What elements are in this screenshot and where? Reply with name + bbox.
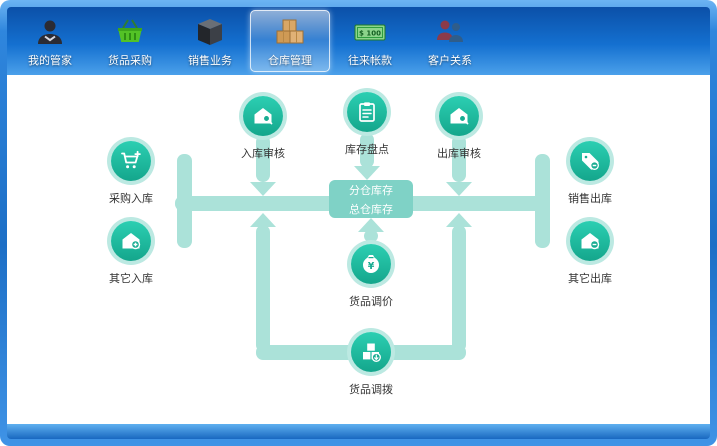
tab-my-manager[interactable]: 我的管家 [10, 10, 90, 72]
node-label: 货品调价 [349, 295, 393, 308]
node-inbound-audit[interactable]: 入库审核 [227, 92, 299, 161]
warehouse-search-icon [439, 96, 479, 136]
tab-label: 销售业务 [188, 54, 232, 67]
node-sales-outbound[interactable]: 销售出库 [554, 137, 626, 206]
money-bag-icon: ¥ [351, 244, 391, 284]
main-inventory-label: 总仓库存 [349, 202, 393, 216]
tab-sales-business[interactable]: 销售业务 [170, 10, 250, 72]
node-purchase-inbound[interactable]: 采购入库 [95, 137, 167, 206]
pipe-right-vertical [535, 154, 550, 248]
pipe-transfer-left-vertical [256, 225, 270, 352]
tab-label: 货品采购 [108, 54, 152, 67]
clipboard-icon [347, 92, 387, 132]
node-outbound-audit[interactable]: 出库审核 [423, 92, 495, 161]
tab-goods-purchase[interactable]: 货品采购 [90, 10, 170, 72]
bottom-bar [7, 424, 710, 439]
node-label: 入库审核 [241, 147, 285, 160]
arrow-down-outbound-audit [446, 182, 472, 196]
arrow-up-transfer-right [446, 213, 472, 227]
people-icon [432, 14, 468, 50]
node-label: 其它出库 [568, 272, 612, 285]
node-label: 库存盘点 [345, 143, 389, 156]
node-stock-check[interactable]: 库存盘点 [331, 88, 403, 157]
arrow-up-transfer-left [250, 213, 276, 227]
pipe-outbound-audit-stub [452, 135, 466, 182]
arrow-up-price-adjust [358, 218, 384, 232]
node-other-outbound[interactable]: 其它出库 [554, 217, 626, 286]
banknote-icon: $ 100 [352, 14, 388, 50]
branch-inventory-label: 分仓库存 [349, 183, 393, 197]
tab-label: 我的管家 [28, 54, 72, 67]
pipe-transfer-right-vertical [452, 225, 466, 352]
node-label: 采购入库 [109, 192, 153, 205]
tab-label: 仓库管理 [268, 54, 312, 67]
warehouse-minus-icon [570, 221, 610, 261]
tab-label: 往来帐款 [348, 54, 392, 67]
basket-icon [112, 14, 148, 50]
person-icon [32, 14, 68, 50]
pipe-left-vertical [177, 154, 192, 248]
content-area: 分仓库存 总仓库存 采购入库 其它入库 入库审核 库存盘点 [7, 75, 710, 424]
banknote-amount: $ 100 [359, 30, 381, 38]
inventory-center-box[interactable]: 分仓库存 总仓库存 [329, 180, 413, 218]
pipe-price-adjust-stub [364, 230, 378, 242]
node-label: 货品调拨 [349, 383, 393, 396]
cube-icon [192, 14, 228, 50]
tag-minus-icon [570, 141, 610, 181]
tab-accounts[interactable]: $ 100 往来帐款 [330, 10, 410, 72]
tab-customer-relations[interactable]: 客户关系 [410, 10, 490, 72]
node-goods-transfer[interactable]: 货品调拨 [335, 328, 407, 397]
arrow-down-stock-check [354, 166, 380, 180]
node-label: 其它入库 [109, 272, 153, 285]
pipe-stock-check-stub [360, 133, 374, 168]
arrow-down-inbound-audit [250, 182, 276, 196]
cart-plus-icon [111, 141, 151, 181]
node-price-adjust[interactable]: ¥ 货品调价 [335, 240, 407, 309]
node-label: 出库审核 [437, 147, 481, 160]
boxes-icon [272, 14, 308, 50]
tab-label: 客户关系 [428, 54, 472, 67]
pipe-inbound-audit-stub [256, 135, 270, 182]
warehouse-search-icon [243, 96, 283, 136]
main-toolbar: 我的管家 货品采购 销售业务 仓库管理 $ 100 往来帐款 [7, 7, 710, 75]
tab-warehouse-management[interactable]: 仓库管理 [250, 10, 330, 72]
svg-text:¥: ¥ [368, 261, 375, 272]
warehouse-plus-icon [111, 221, 151, 261]
node-label: 销售出库 [568, 192, 612, 205]
node-other-inbound[interactable]: 其它入库 [95, 217, 167, 286]
boxes-transfer-icon [351, 332, 391, 372]
